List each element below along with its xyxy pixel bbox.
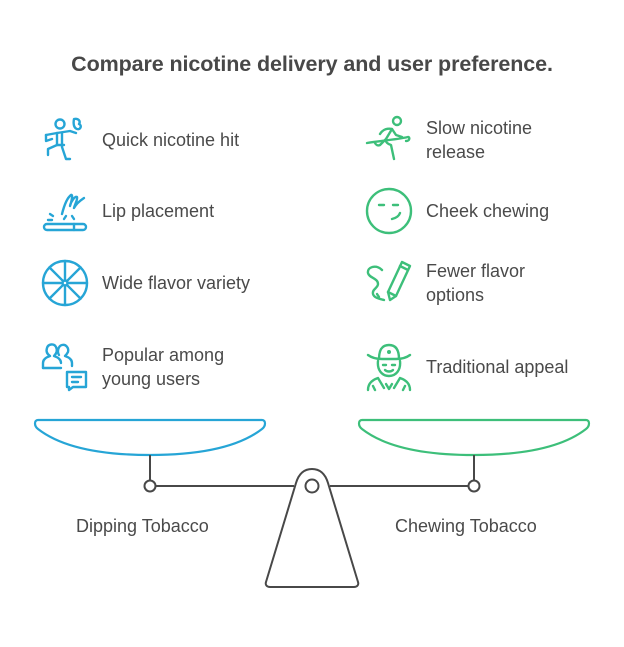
right-item-label: Cheek chewing (426, 201, 550, 221)
right-item-label: Fewer flavor options (426, 261, 526, 305)
left-item-popular-young: Popular among young users (40, 342, 252, 392)
right-pan (357, 418, 591, 457)
fulcrum-pivot (304, 478, 320, 494)
runner-finish-line-icon (364, 115, 414, 165)
right-side-label: Chewing Tobacco (395, 516, 537, 536)
left-item-label: Quick nicotine hit (102, 130, 240, 150)
page-title: Compare nicotine delivery and user prefe… (71, 52, 553, 76)
left-pan (33, 418, 267, 457)
right-item-slow-release: Slow nicotine release (364, 115, 576, 165)
left-item-flavor-variety: Wide flavor variety (40, 258, 252, 308)
left-item-label: Lip placement (102, 201, 215, 221)
right-item-cheek-chewing: Cheek chewing (364, 186, 576, 236)
left-item-lip-placement: Lip placement (40, 186, 252, 236)
users-chat-icon (40, 342, 90, 392)
right-item-fewer-flavors: Fewer flavor options (364, 258, 576, 308)
lip-application-icon (40, 186, 90, 236)
left-pivot (143, 479, 157, 493)
cowboy-icon (364, 342, 414, 392)
left-item-label: Popular among young users (102, 345, 225, 389)
left-item-quick-hit: Quick nicotine hit (40, 115, 252, 165)
citrus-wheel-icon (40, 258, 90, 308)
crayon-scribble-icon (364, 258, 414, 308)
right-item-label: Slow nicotine release (426, 118, 533, 162)
running-person-leaf-icon (40, 115, 90, 165)
smirk-face-icon (364, 186, 414, 236)
right-item-traditional-appeal: Traditional appeal (364, 342, 576, 392)
fulcrum-stand (264, 467, 360, 588)
right-pivot (467, 479, 481, 493)
left-item-label: Wide flavor variety (102, 273, 251, 293)
left-side-label: Dipping Tobacco (76, 516, 209, 536)
right-item-label: Traditional appeal (426, 357, 569, 377)
